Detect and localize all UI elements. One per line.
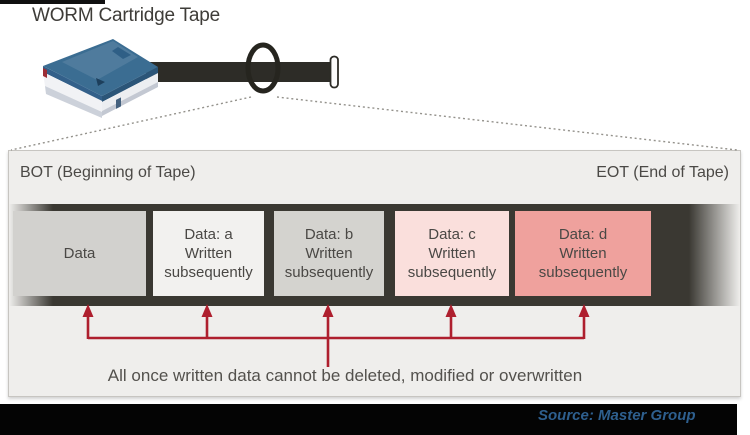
data-block-c: Data: c Written subsequently [395, 211, 509, 296]
block-label: Written [428, 245, 476, 262]
caption-text: All once written data cannot be deleted,… [107, 366, 583, 385]
tape-end-cap [329, 55, 339, 89]
diagram-title: WORM Cartridge Tape [32, 5, 221, 26]
data-block-a: Data: a Written subsequently [153, 211, 264, 296]
tape-cartridge-icon [43, 39, 158, 118]
tape-ribbon [146, 55, 339, 89]
tape-loop-ring-icon [245, 42, 281, 94]
bot-label: BOT (Beginning of Tape) [20, 164, 196, 181]
tape-detail-panel: BOT (Beginning of Tape) EOT (End of Tape… [8, 150, 741, 397]
footer-bar: Source: Master Group [0, 404, 737, 435]
block-label: Written [305, 245, 353, 262]
block-label: Data: b [304, 226, 354, 243]
block-label: subsequently [284, 264, 374, 281]
source-credit: Source: Master Group [538, 407, 696, 424]
block-label: subsequently [538, 264, 628, 281]
tape-strip: Data Data: a Written subsequently Data: … [9, 204, 740, 306]
block-label: subsequently [164, 264, 253, 281]
block-label: Written [184, 245, 233, 262]
block-label: Data [63, 245, 96, 262]
block-label: Data: c [428, 226, 476, 243]
data-block-d: Data: d Written subsequently [515, 211, 651, 296]
eot-label: EOT (End of Tape) [596, 164, 729, 181]
data-block-initial: Data [13, 211, 146, 296]
top-border-artifact [0, 0, 105, 4]
block-label: subsequently [407, 264, 497, 281]
data-block-b: Data: b Written subsequently [274, 211, 384, 296]
block-label: Data: a [184, 226, 233, 243]
block-label: Data: d [558, 226, 608, 243]
zoom-guide-line-right [276, 96, 738, 151]
block-label: Written [559, 245, 607, 262]
zoom-guide-lines [10, 96, 738, 151]
zoom-guide-line-left [10, 96, 252, 151]
